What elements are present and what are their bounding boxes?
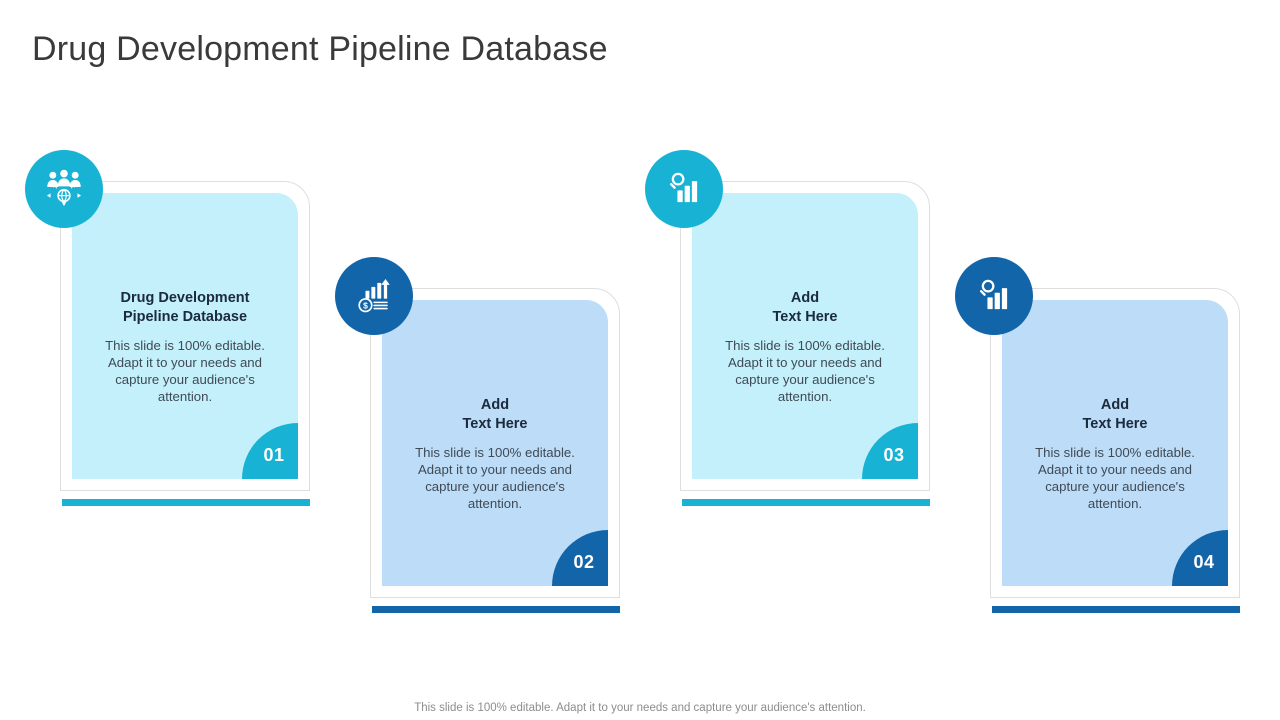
- card-base-bar: [372, 606, 620, 613]
- page-title: Drug Development Pipeline Database: [32, 30, 608, 68]
- card-number-badge: 04: [1172, 530, 1228, 586]
- card-heading: Add Text Here: [462, 397, 528, 433]
- card-body-text: This slide is 100% editable. Adapt it to…: [1035, 444, 1195, 512]
- card-fill: Add Text Here This slide is 100% editabl…: [692, 193, 918, 479]
- card-number-label: 04: [1193, 551, 1215, 572]
- magnifier-bar-chart-icon: [955, 257, 1033, 335]
- footer-note: This slide is 100% editable. Adapt it to…: [414, 702, 866, 714]
- card-base-bar: [62, 499, 310, 506]
- card-number-badge: 02: [552, 530, 608, 586]
- card-heading: Drug Development Pipeline Database: [120, 290, 250, 326]
- card-body-text: This slide is 100% editable. Adapt it to…: [415, 444, 575, 512]
- card-base-bar: [682, 499, 930, 506]
- magnifier-bar-chart-icon: [645, 150, 723, 228]
- card-number-label: 02: [573, 551, 595, 572]
- card-text-block: Add Text Here This slide is 100% editabl…: [708, 289, 902, 406]
- card-heading: Add Text Here: [1082, 397, 1148, 433]
- card-text-block: Add Text Here This slide is 100% editabl…: [1018, 396, 1212, 513]
- card-fill: Add Text Here This slide is 100% editabl…: [1002, 300, 1228, 586]
- card-fill: Drug Development Pipeline Database This …: [72, 193, 298, 479]
- card-text-block: Drug Development Pipeline Database This …: [88, 289, 282, 406]
- card-number-label: 03: [883, 444, 905, 465]
- people-network-icon: [25, 150, 103, 228]
- svg-text:$: $: [363, 300, 368, 310]
- card-number-badge: 03: [862, 423, 918, 479]
- card-text-block: Add Text Here This slide is 100% editabl…: [398, 396, 592, 513]
- card-body-text: This slide is 100% editable. Adapt it to…: [105, 337, 265, 405]
- card-fill: Add Text Here This slide is 100% editabl…: [382, 300, 608, 586]
- card-body-text: This slide is 100% editable. Adapt it to…: [725, 337, 885, 405]
- card-number-badge: 01: [242, 423, 298, 479]
- card-base-bar: [992, 606, 1240, 613]
- card-number-label: 01: [263, 444, 285, 465]
- card-heading: Add Text Here: [772, 290, 838, 326]
- growth-chart-money-icon: $: [335, 257, 413, 335]
